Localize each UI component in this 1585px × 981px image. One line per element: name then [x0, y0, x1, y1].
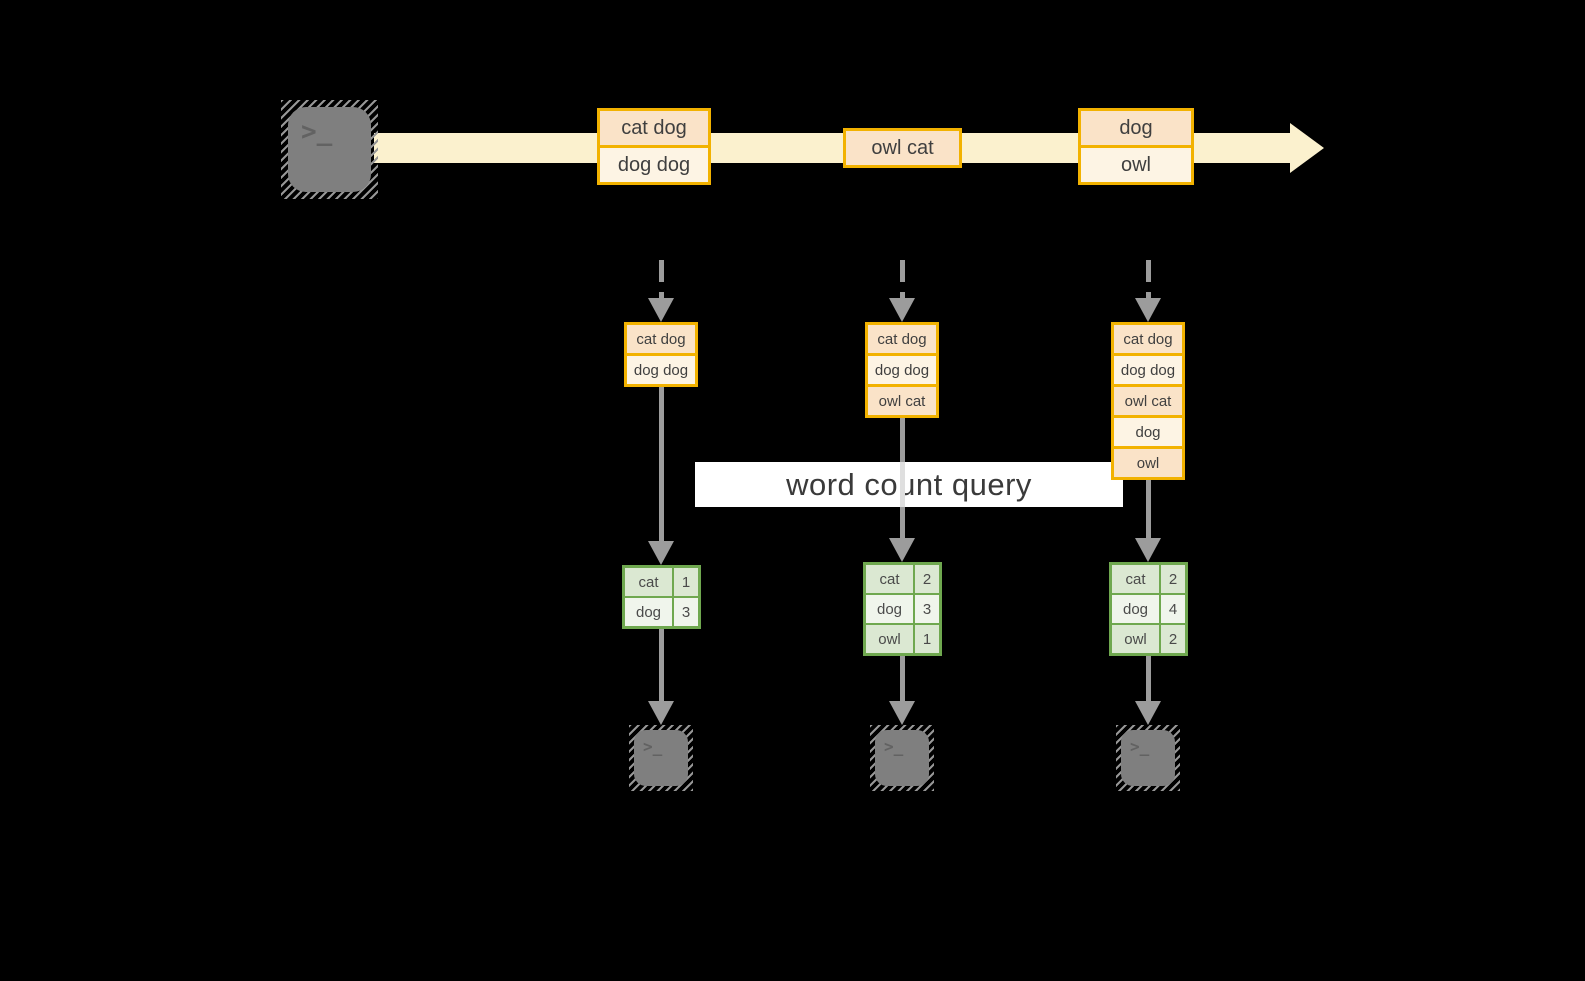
word-cell: dog: [1122, 600, 1149, 618]
table-row: dog 3: [625, 596, 698, 626]
event-text: owl: [1081, 145, 1191, 182]
count-cell: 1: [913, 625, 939, 653]
connector-line: [659, 629, 664, 703]
arrowhead-icon: [889, 538, 915, 562]
word-cell: cat: [1125, 570, 1146, 588]
table-row: owl 2: [1112, 623, 1185, 653]
word-cell: cat: [638, 573, 659, 591]
word-cell: dog: [635, 603, 662, 621]
terminal-prompt: >_: [288, 107, 371, 192]
buffer-row: owl cat: [1114, 384, 1182, 415]
count-cell: 3: [672, 598, 698, 626]
arrowhead-icon: [1135, 701, 1161, 725]
stream-event-box-3: dog owl: [1078, 108, 1194, 185]
terminal-prompt: >_: [634, 730, 688, 786]
count-cell: 4: [1159, 595, 1185, 623]
table-row: dog 3: [866, 593, 939, 623]
query-label: word count query: [695, 462, 1123, 507]
arrowhead-icon: [1135, 298, 1161, 322]
connector-line: [1146, 480, 1151, 540]
word-cell: owl: [1124, 630, 1147, 648]
arrowhead-icon: [889, 701, 915, 725]
buffer-row: dog dog: [1114, 353, 1182, 384]
table-row: cat 2: [1112, 565, 1185, 593]
buffer-box-1: cat dog dog dog: [624, 322, 698, 387]
stream-event-box-1: cat dog dog dog: [597, 108, 711, 185]
stream-arrowhead-icon: [1290, 123, 1324, 173]
arrowhead-icon: [648, 701, 674, 725]
arrowhead-icon: [1135, 538, 1161, 562]
buffer-row: cat dog: [1114, 325, 1182, 353]
count-table-3: cat 2 dog 4 owl 2: [1109, 562, 1188, 656]
connector-line: [659, 387, 664, 543]
dashed-arrow-icon: [1146, 260, 1151, 298]
table-row: cat 2: [866, 565, 939, 593]
table-row: owl 1: [866, 623, 939, 653]
source-terminal-icon: >_: [281, 100, 378, 199]
terminal-prompt: >_: [1121, 730, 1175, 786]
count-table-2: cat 2 dog 3 owl 1: [863, 562, 942, 656]
event-text: owl cat: [846, 131, 959, 165]
buffer-box-2: cat dog dog dog owl cat: [865, 322, 939, 418]
buffer-row: dog dog: [627, 353, 695, 384]
event-text: dog: [1081, 111, 1191, 145]
stream-event-box-2: owl cat: [843, 128, 962, 168]
buffer-row: owl: [1114, 446, 1182, 477]
connector-line: [900, 656, 905, 703]
count-cell: 2: [1159, 565, 1185, 593]
connector-line: [1146, 656, 1151, 703]
table-row: dog 4: [1112, 593, 1185, 623]
arrowhead-icon: [648, 541, 674, 565]
buffer-box-3: cat dog dog dog owl cat dog owl: [1111, 322, 1185, 480]
sink-terminal-icon: >_: [629, 725, 693, 791]
word-cell: owl: [878, 630, 901, 648]
arrowhead-icon: [648, 298, 674, 322]
buffer-row: dog dog: [868, 353, 936, 384]
buffer-row: cat dog: [627, 325, 695, 353]
count-table-1: cat 1 dog 3: [622, 565, 701, 629]
sink-terminal-icon: >_: [1116, 725, 1180, 791]
dashed-arrow-icon: [900, 260, 905, 298]
count-cell: 3: [913, 595, 939, 623]
table-row: cat 1: [625, 568, 698, 596]
word-cell: dog: [876, 600, 903, 618]
count-cell: 2: [1159, 625, 1185, 653]
word-cell: cat: [879, 570, 900, 588]
event-text: cat dog: [600, 111, 708, 145]
event-text: dog dog: [600, 145, 708, 182]
buffer-row: dog: [1114, 415, 1182, 446]
sink-terminal-icon: >_: [870, 725, 934, 791]
count-cell: 2: [913, 565, 939, 593]
buffer-row: cat dog: [868, 325, 936, 353]
connector-line: [900, 462, 905, 507]
buffer-row: owl cat: [868, 384, 936, 415]
count-cell: 1: [672, 568, 698, 596]
dashed-arrow-icon: [659, 260, 664, 298]
terminal-prompt: >_: [875, 730, 929, 786]
arrowhead-icon: [889, 298, 915, 322]
